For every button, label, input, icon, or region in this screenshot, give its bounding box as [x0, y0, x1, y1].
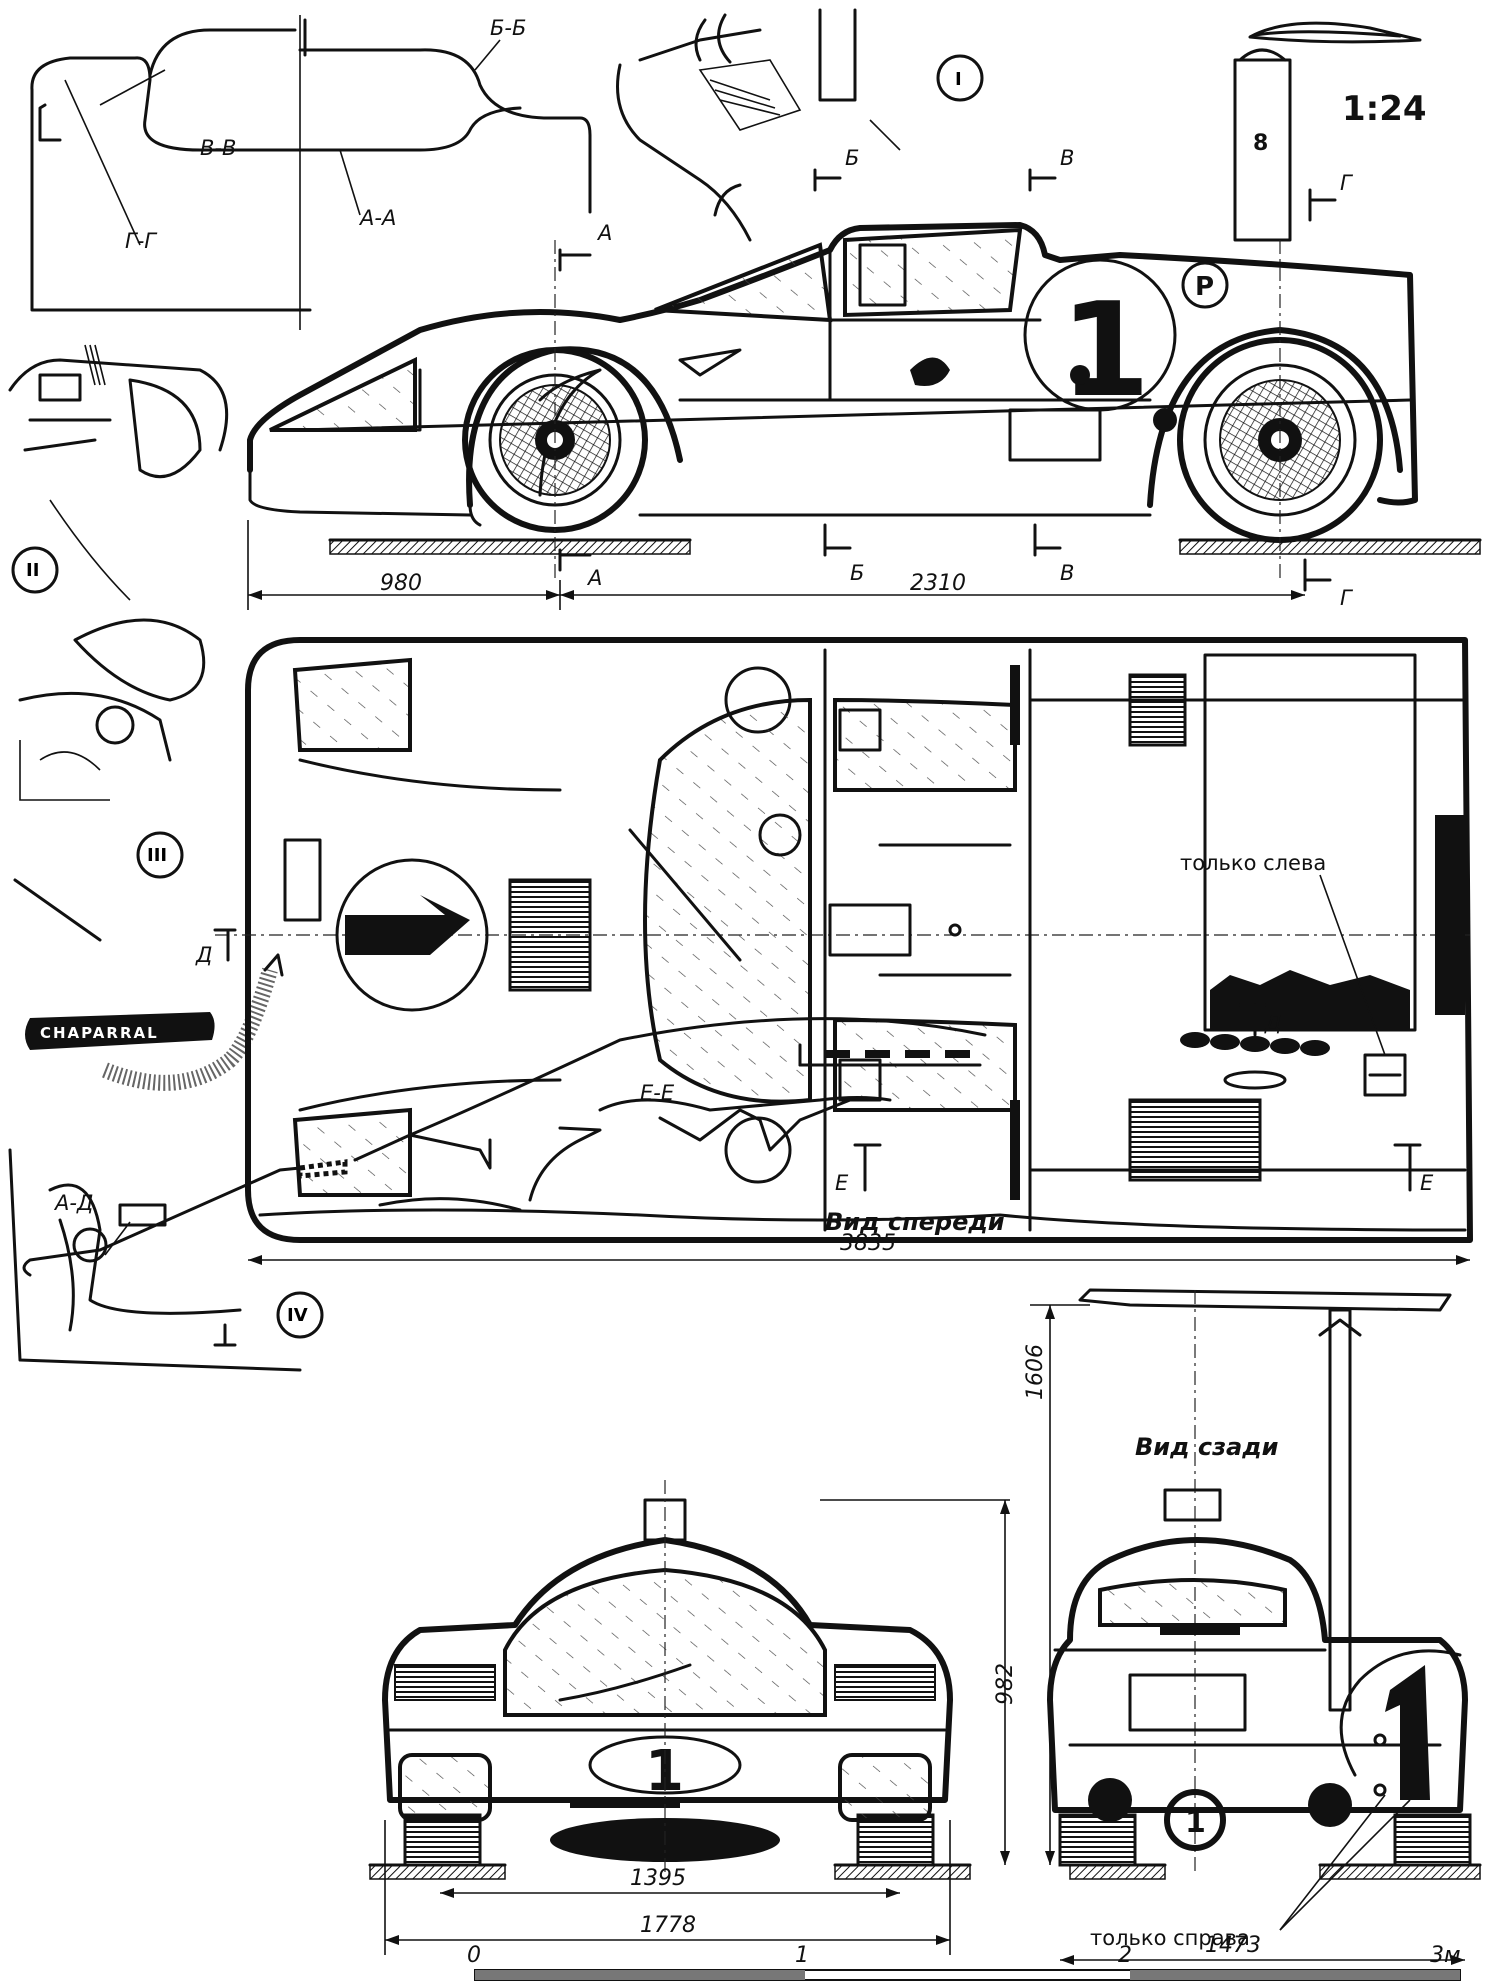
wing-strut-number: 8 — [1253, 131, 1268, 156]
marker-b-bottom: Б — [850, 561, 864, 585]
marker-e-right: Е — [1420, 1171, 1434, 1195]
sections-ad-ee: А-Д Е-Е — [22, 1017, 987, 1277]
section-label-ee: Е-Е — [640, 1081, 675, 1105]
rear-body-outline — [1047, 1537, 1468, 1813]
marker-v-top: В — [1060, 146, 1074, 170]
note-left-only: только слева — [1180, 851, 1326, 875]
scale-tick-1: 1 — [795, 1943, 809, 1968]
scale-tick-3: 3м — [1430, 1943, 1461, 1968]
detail-iv-seat: IV — [8, 1148, 324, 1372]
top-windshield — [643, 697, 812, 1104]
section-label-aa: А-А — [358, 206, 396, 230]
marker-g-bottom: Г — [1340, 586, 1354, 610]
marker-b-top: Б — [845, 146, 859, 170]
marker-v-bottom: В — [1060, 561, 1074, 585]
detail-i-engine: I — [616, 8, 984, 242]
section-label-ad: А-Д — [53, 1191, 93, 1215]
top-arrow-roundel — [335, 858, 489, 1012]
detail-label-i: I — [955, 69, 962, 90]
detail-label-iv: IV — [287, 1305, 308, 1326]
marker-a-bottom: А — [586, 566, 602, 590]
dim-front-overhang: 980 — [380, 571, 422, 596]
scale-tick-2: 2 — [1118, 1943, 1132, 1968]
top-body-outline — [245, 637, 1473, 1243]
detail-label-iii: III — [147, 845, 167, 866]
detail-label-ii: II — [26, 560, 39, 581]
rear-view-title: Вид сзади — [1135, 1433, 1279, 1461]
rear-view: Вид сзади 1606 1 только — [1023, 1288, 1482, 1965]
side-door-number: 1 — [1060, 274, 1150, 426]
scale-label: 1:24 — [1342, 89, 1427, 129]
detail-ii-dashboard: II — [8, 344, 229, 601]
dim-overall-width: 1778 — [640, 1913, 696, 1938]
dim-wheelbase: 2310 — [910, 571, 966, 596]
rear-number-roundel — [1339, 1649, 1462, 1777]
detail-iii-interior: III — [13, 618, 206, 942]
marker-d-left: Д — [195, 943, 212, 967]
section-label-vv: В-В — [200, 136, 236, 160]
dim-rear-track: 1473 — [1205, 1933, 1261, 1958]
side-door-window — [843, 227, 1023, 318]
section-profiles-top-left: Б-Б В-В Г-Г А-А — [30, 15, 592, 330]
dim-overall-height: 1606 — [1023, 1344, 1048, 1400]
section-label-gg: Г-Г — [125, 229, 158, 253]
top-wing — [1203, 653, 1417, 1032]
marker-e-left: Е — [835, 1171, 849, 1195]
marker-g-top: Г — [1340, 171, 1354, 195]
rear-small-number: 1 — [1185, 1805, 1206, 1840]
front-view-title: Вид спереди — [825, 1208, 1005, 1236]
side-windshield — [654, 242, 833, 323]
top-view: только слева Д Д Е Е 3835 — [195, 637, 1473, 1265]
marker-a-top: А — [596, 221, 612, 245]
dim-body-height: 982 — [993, 1663, 1018, 1705]
chaparral-badge: CHAPARRAL — [25, 953, 284, 1091]
side-letter-p: P — [1195, 272, 1214, 302]
section-label-bb: Б-Б — [490, 16, 526, 40]
rear-wing-plan — [1078, 1288, 1452, 1312]
scale-tick-0: 0 — [467, 1943, 481, 1968]
dim-overall-length: 3835 — [840, 1231, 896, 1256]
rear-wing-profile — [1248, 21, 1422, 44]
note-right-only: только справа — [1090, 1926, 1250, 1950]
front-view: Вид спереди 1 982 1395 — [368, 1208, 1018, 1955]
scale-bar: 0 1 2 3м — [467, 1943, 1461, 1981]
marker-d-right: Д — [1264, 1011, 1281, 1035]
section-markers-side: А А Б Б В В Г Г — [558, 146, 1354, 610]
badge-text: CHAPARRAL — [40, 1024, 159, 1042]
dim-front-track: 1395 — [630, 1866, 686, 1891]
side-view: 8 1 P — [247, 21, 1482, 610]
